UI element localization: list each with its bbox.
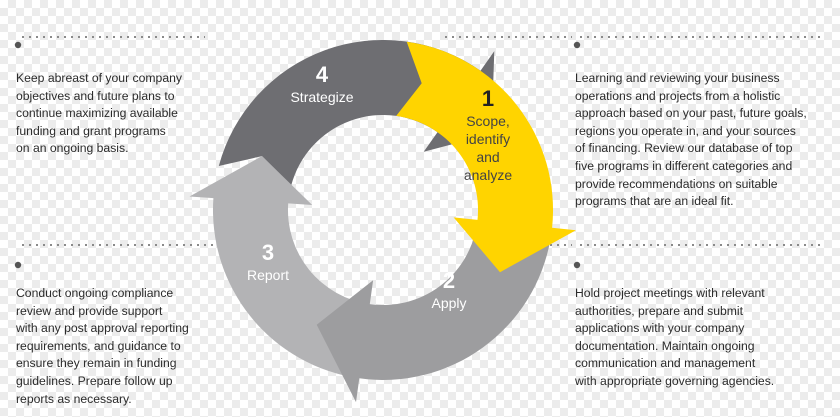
step-label-scope: Scope, bbox=[466, 113, 510, 129]
note-scope: Learning and reviewing your business ope… bbox=[575, 71, 807, 209]
arrow-segment-scope bbox=[396, 41, 576, 273]
step-label-strategize: Strategize bbox=[290, 89, 353, 105]
bullet-dot-bottom-left bbox=[14, 261, 22, 269]
step-number-scope: 1 bbox=[482, 86, 494, 111]
note-apply: Hold project meetings with relevant auth… bbox=[575, 286, 775, 388]
note-strategize: Keep abreast of your company objectives … bbox=[16, 71, 182, 156]
step-label-report: Report bbox=[247, 267, 289, 283]
step-label-scope: identify bbox=[466, 131, 510, 147]
bullet-dot-top-right bbox=[573, 41, 581, 49]
bullet-dot-bottom-right bbox=[573, 261, 581, 269]
bullet-dot-top-left bbox=[14, 41, 22, 49]
step-label-scope: analyze bbox=[464, 167, 512, 183]
step-label-scope: and bbox=[476, 149, 499, 165]
note-report: Conduct ongoing compliance review and pr… bbox=[16, 286, 189, 406]
step-number-strategize: 4 bbox=[316, 62, 329, 87]
step-number-report: 3 bbox=[262, 240, 274, 265]
step-label-apply: Apply bbox=[431, 295, 466, 311]
step-number-apply: 2 bbox=[443, 268, 455, 293]
arrow-segment-apply bbox=[316, 226, 551, 403]
